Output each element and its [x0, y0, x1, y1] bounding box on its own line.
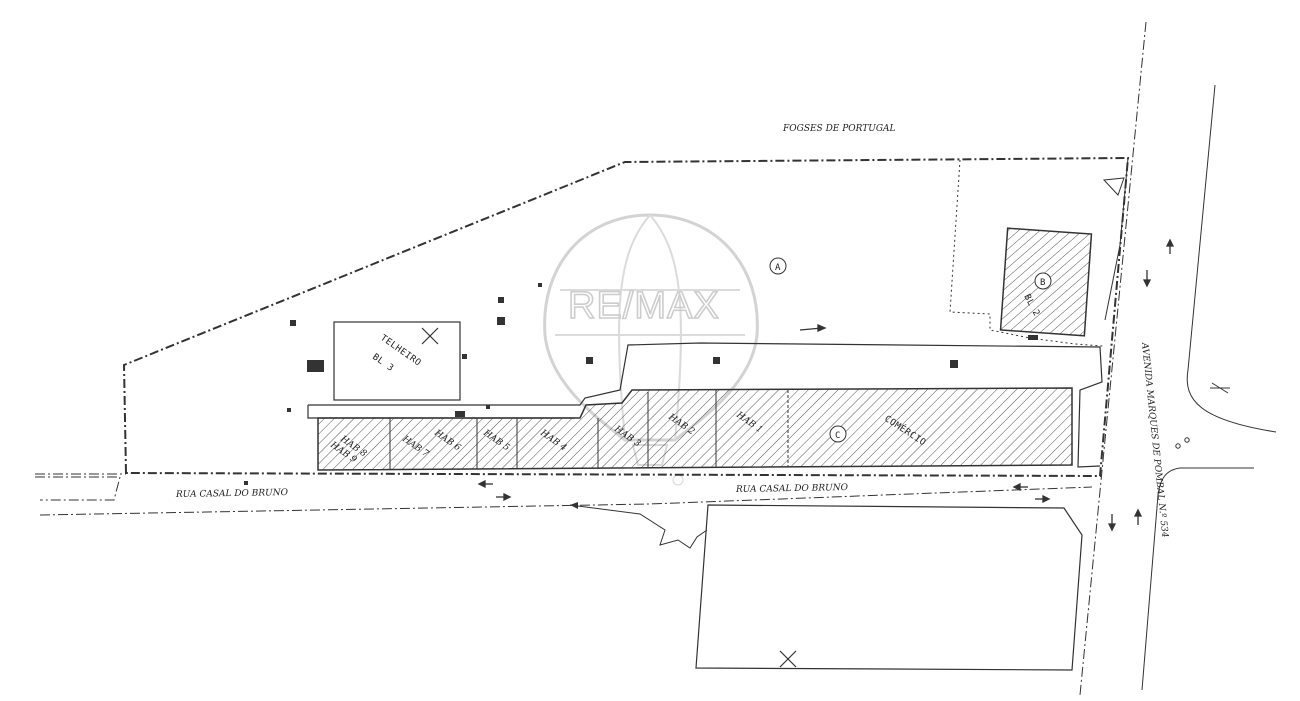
- site-markers: [244, 283, 1038, 485]
- street-label-north: FOGSES DE PORTUGAL: [782, 124, 896, 134]
- zone-c-marker: C: [835, 431, 841, 441]
- unit-dividers: [389, 390, 789, 469]
- zone-b-marker: B: [1040, 278, 1046, 288]
- street-label-east: AVENIDA MARQUES DE POMBAL N.º 534: [1139, 341, 1170, 538]
- hab-block: [317, 387, 1073, 471]
- rua-casal-do-bruno-road: [35, 473, 1093, 516]
- street-label-south-west: RUA CASAL DO BRUNO: [175, 488, 289, 500]
- parking-lot: [695, 504, 1083, 671]
- property-boundary: [122, 156, 1130, 478]
- watermark-text: RE/MAX: [568, 285, 720, 327]
- telheiro-building: [333, 321, 461, 401]
- traffic-arrows: [477, 238, 1175, 532]
- zone-a-marker: A: [775, 263, 781, 273]
- signal-icon: [1210, 382, 1230, 394]
- access-strip: [308, 342, 1103, 468]
- remax-watermark: RE/MAX: [543, 213, 759, 486]
- avenida-road: [1079, 21, 1277, 696]
- street-label-south-east: RUA CASAL DO BRUNO: [735, 483, 849, 495]
